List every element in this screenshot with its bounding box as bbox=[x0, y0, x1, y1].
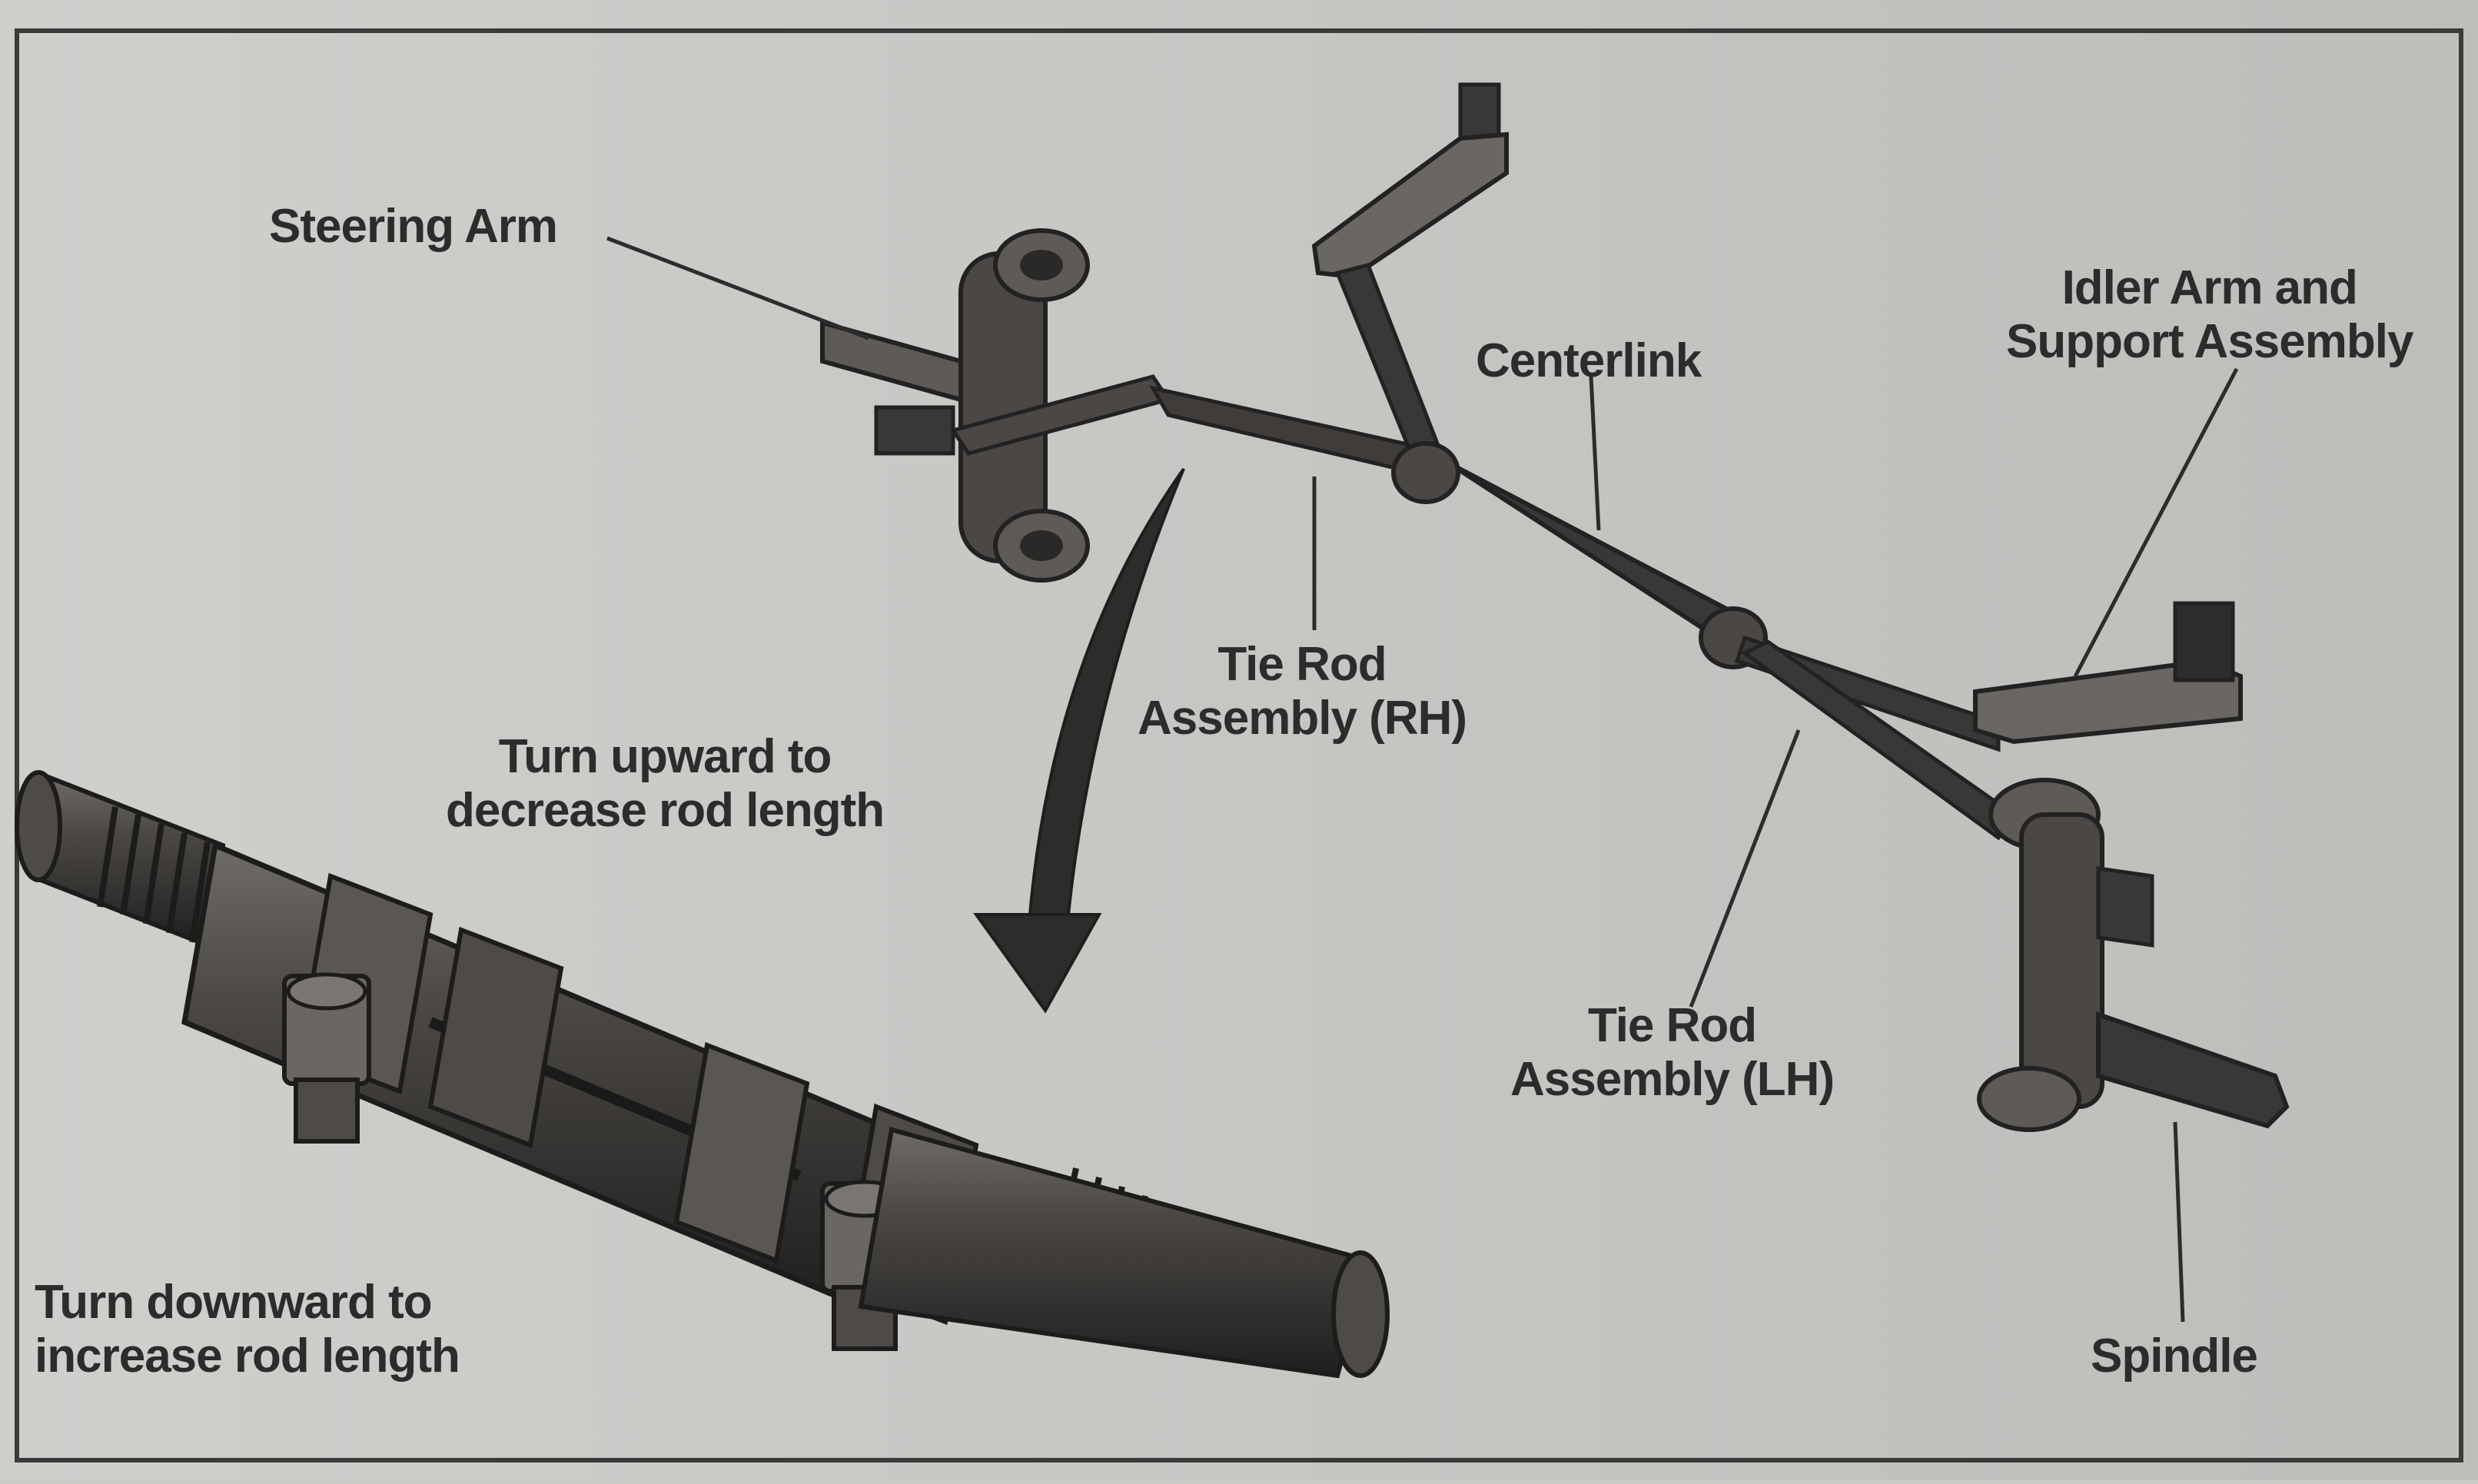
leader-tie-rod-lh bbox=[1689, 729, 1801, 1008]
threads-left bbox=[97, 806, 211, 943]
leader-centerlink bbox=[1589, 376, 1601, 531]
label-spindle: Spindle bbox=[2091, 1330, 2258, 1383]
label-idler-arm-line1: Idler Arm and bbox=[2061, 261, 2358, 314]
pitman-arm bbox=[1311, 82, 1509, 464]
centerlink bbox=[1391, 441, 1768, 669]
leader-idler-arm bbox=[2073, 367, 2239, 678]
figure-border bbox=[15, 28, 2463, 1462]
clamp-left bbox=[282, 872, 564, 1149]
label-turn-upward-line1: Turn upward to bbox=[498, 730, 832, 783]
leader-spindle bbox=[2173, 1121, 2185, 1323]
label-steering-arm: Steering Arm bbox=[269, 200, 558, 254]
label-tie-rod-lh-line2: Assembly (LH) bbox=[1510, 1053, 1835, 1106]
label-turn-upward-line2: decrease rod length bbox=[446, 784, 885, 837]
label-tie-rod-rh-line2: Assembly (RH) bbox=[1138, 692, 1467, 745]
steering-knuckle-right bbox=[820, 228, 1090, 583]
label-steering-arm-text: Steering Arm bbox=[269, 200, 558, 253]
steering-knuckle-left bbox=[1977, 778, 2290, 1132]
label-centerlink: Centerlink bbox=[1476, 334, 1702, 388]
label-idler-arm: Idler Arm and Support Assembly bbox=[2006, 261, 2413, 369]
label-turn-downward: Turn downward to increase rod length bbox=[35, 1276, 460, 1383]
label-tie-rod-lh-line1: Tie Rod bbox=[1587, 999, 1757, 1052]
turn-arrow bbox=[973, 467, 1185, 1014]
leader-lines bbox=[606, 236, 2239, 1323]
label-tie-rod-rh: Tie Rod Assembly (RH) bbox=[1138, 638, 1467, 745]
leader-steering-arm bbox=[606, 236, 869, 340]
label-tie-rod-rh-line1: Tie Rod bbox=[1217, 638, 1387, 691]
label-tie-rod-lh: Tie Rod Assembly (LH) bbox=[1510, 999, 1835, 1107]
label-turn-downward-line2: increase rod length bbox=[35, 1330, 460, 1383]
label-spindle-text: Spindle bbox=[2091, 1330, 2258, 1383]
label-centerlink-text: Centerlink bbox=[1476, 334, 1702, 387]
label-turn-downward-line1: Turn downward to bbox=[35, 1276, 433, 1329]
label-idler-arm-line2: Support Assembly bbox=[2006, 315, 2413, 368]
label-turn-upward: Turn upward to decrease rod length bbox=[446, 730, 885, 838]
adjusting-sleeve-closeup bbox=[15, 770, 1390, 1379]
